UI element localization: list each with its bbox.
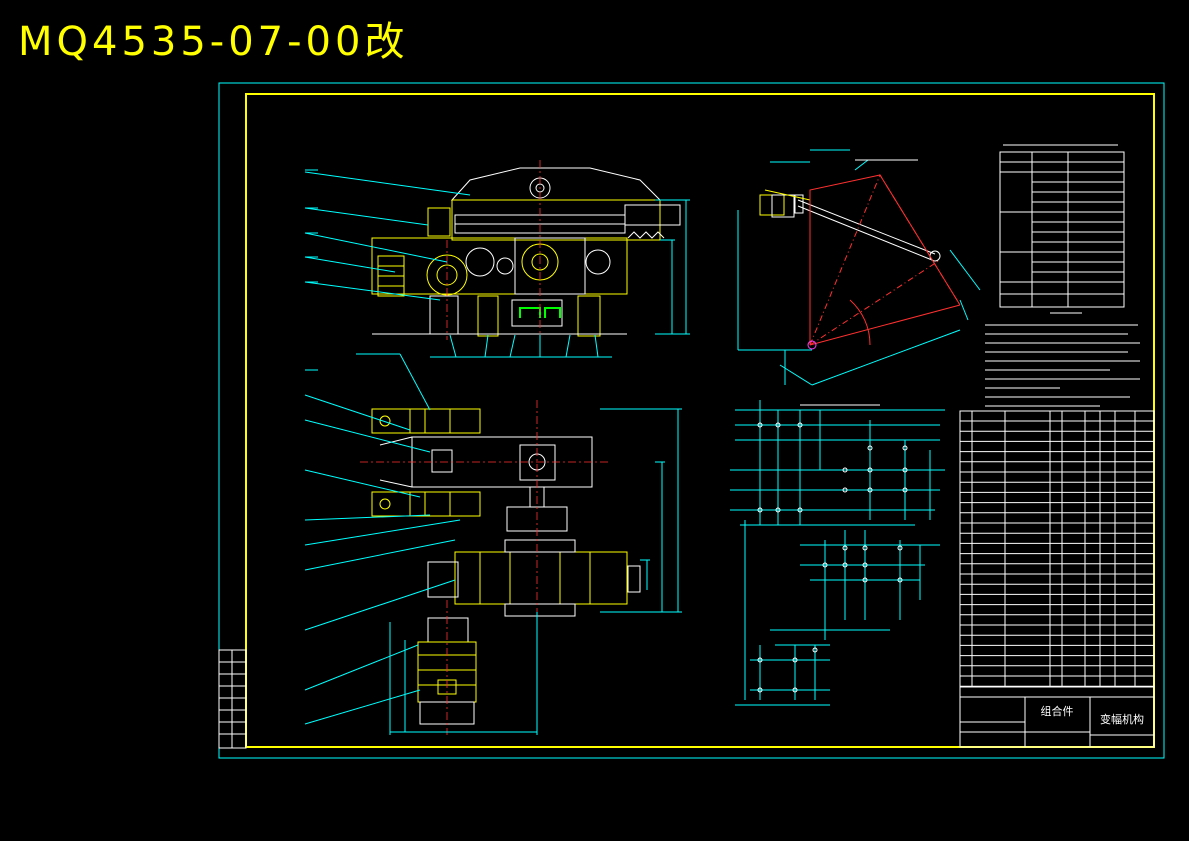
title-block-drawing-name: 变幅机构	[1100, 712, 1144, 726]
technical-requirements	[985, 324, 1140, 407]
plan-view	[360, 400, 682, 735]
outer-frame	[218, 82, 1165, 759]
mounting-hole-layout	[730, 400, 945, 706]
title-block-assembly-label: 组合件	[1041, 704, 1074, 718]
drawing-number-title: MQ4535-07-00改	[18, 19, 409, 65]
parts-list	[959, 410, 1155, 688]
binding-strip	[218, 649, 247, 749]
luffing-range-diagram	[737, 149, 981, 386]
front-view	[371, 160, 690, 340]
title-block	[959, 686, 1155, 748]
parameter-table	[999, 144, 1125, 314]
front-view-leaders	[304, 169, 612, 358]
plan-view-leaders	[304, 353, 461, 725]
